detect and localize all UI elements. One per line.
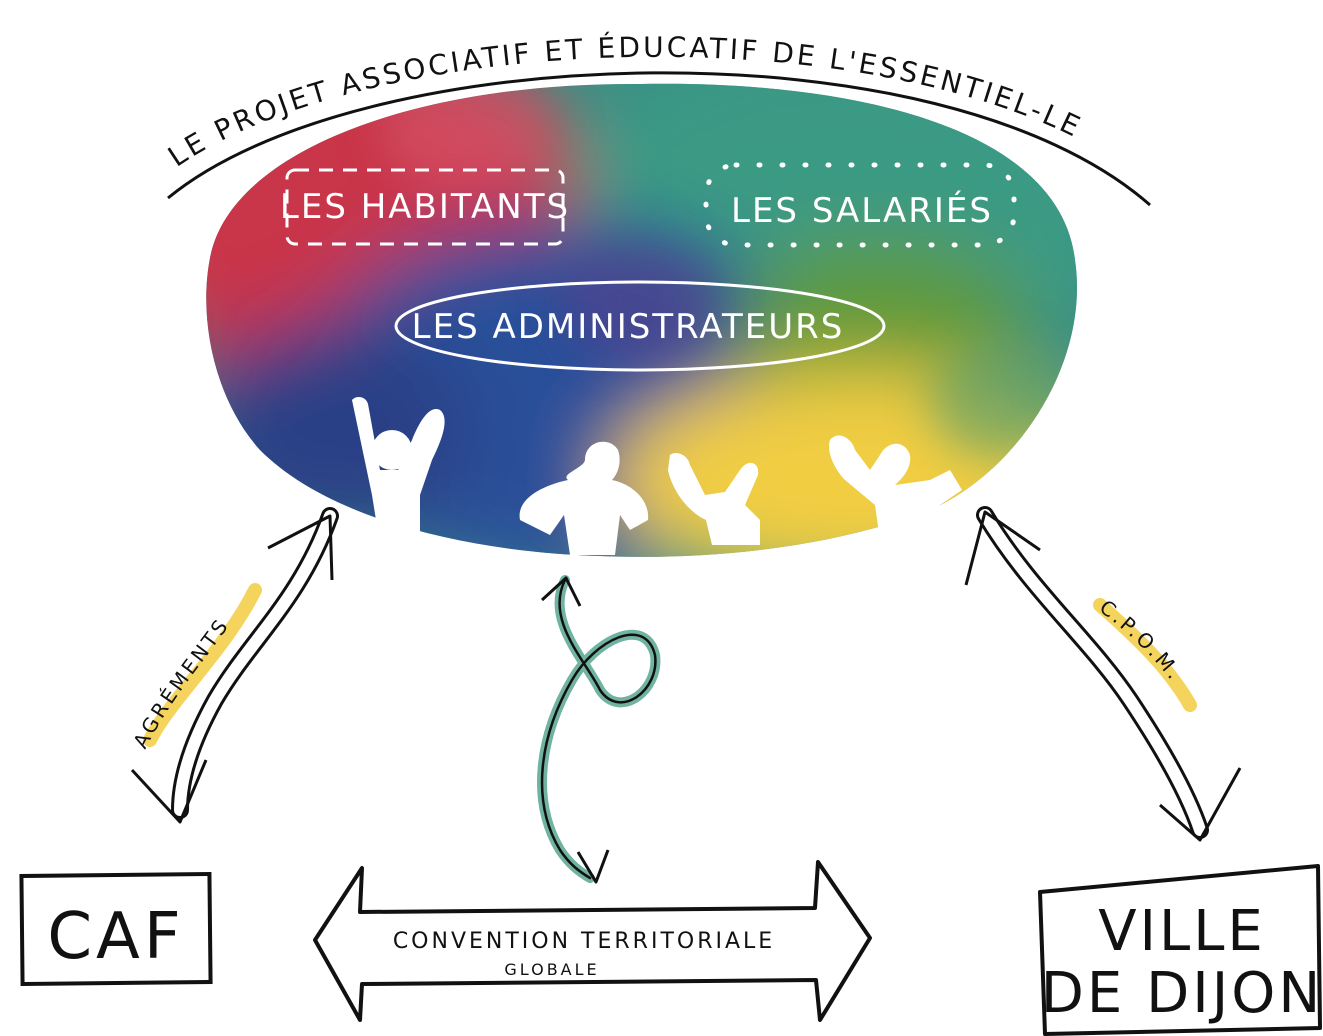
label-administrateurs: LES ADMINISTRATEURS — [412, 307, 845, 347]
habitants-dashed-border — [285, 168, 565, 246]
convention-loop-arrow — [537, 575, 661, 884]
people-figures — [352, 396, 962, 555]
caf-box: CAF — [19, 871, 213, 987]
title-arc — [167, 71, 1151, 207]
group-salaries: LES SALARIÉS — [703, 162, 1017, 248]
salaries-dotted-border — [703, 162, 1017, 248]
cpom-highlight — [1093, 598, 1197, 712]
group-habitants: LES HABITANTS — [280, 168, 570, 246]
label-convention-line1: CONVENTION TERRITORIALE — [393, 929, 775, 954]
label-ville-line1: VILLE — [1098, 899, 1266, 964]
administrateurs-oval — [394, 280, 886, 372]
cpom-arrow: C.P.O.M. — [964, 506, 1242, 842]
group-administrateurs: LES ADMINISTRATEURS — [394, 280, 886, 372]
label-salaries: LES SALARIÉS — [731, 190, 993, 231]
label-habitants: LES HABITANTS — [280, 187, 570, 227]
label-convention-line2: GLOBALE — [504, 960, 599, 979]
convention-double-arrow: CONVENTION TERRITORIALE GLOBALE — [313, 860, 872, 1022]
label-ville-line2: DE DIJON — [1041, 961, 1323, 1026]
label-caf: CAF — [47, 900, 184, 974]
agrements-highlight — [143, 583, 262, 747]
agrements-arrow: AGRÉMENTS — [128, 507, 339, 824]
ville-de-dijon-box: VILLE DE DIJON — [1038, 864, 1323, 1036]
